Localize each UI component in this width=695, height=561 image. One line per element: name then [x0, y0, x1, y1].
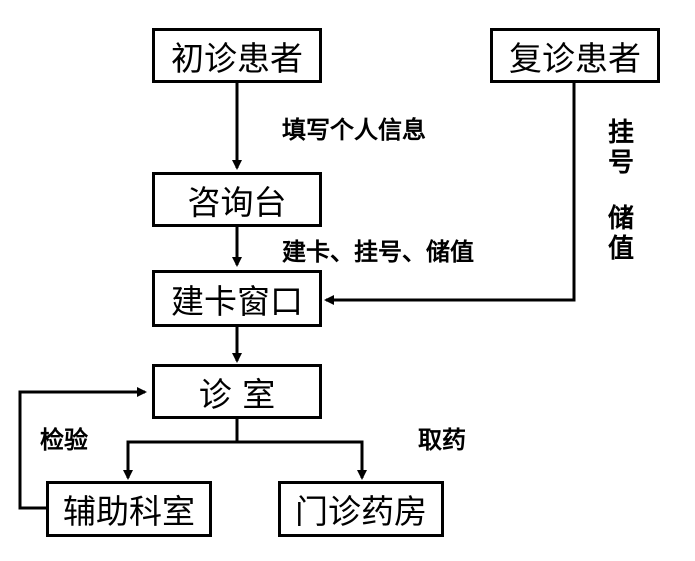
arrow-clinic-to-aux [123, 418, 239, 480]
node-return-visit: 复诊患者 [490, 28, 660, 83]
label-card-register-deposit: 建卡、挂号、储值 [282, 238, 474, 266]
node-clinic-room: 诊 室 [152, 364, 322, 419]
node-first-visit: 初诊患者 [152, 28, 322, 83]
arrow-aux-to-clinic [18, 387, 147, 510]
arrow-return-to-window [324, 82, 576, 305]
label-test: 检验 [40, 426, 88, 454]
arrow-clinic-to-pharmacy [237, 440, 367, 480]
label-register: 挂号 [607, 118, 634, 178]
label-fill-info: 填写个人信息 [282, 116, 426, 144]
node-consult-desk: 咨询台 [152, 172, 322, 227]
node-card-window: 建卡窗口 [152, 270, 322, 327]
label-get-medicine: 取药 [418, 426, 466, 454]
node-aux-dept: 辅助科室 [46, 481, 212, 537]
node-pharmacy: 门诊药房 [278, 481, 444, 537]
label-deposit: 储值 [607, 204, 634, 264]
